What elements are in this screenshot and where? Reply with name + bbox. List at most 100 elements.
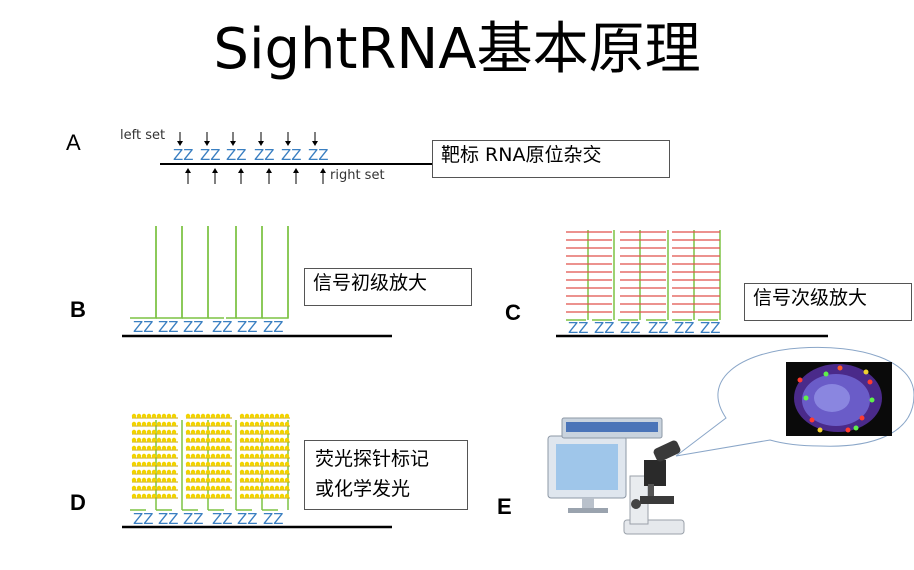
label-probe-dot [259,461,265,467]
label-probe-dot [259,413,265,419]
label-probe-dot [131,485,137,491]
panel-d-letter: D [70,490,86,515]
label-probe-dot [215,485,221,491]
preamplifier-line [226,226,237,319]
panel-d-zz-probe: ZZ [237,510,258,528]
label-probe-dot [264,485,270,491]
panel-a-zz-probe: ZZ [173,146,194,164]
panel-c-zz-probe: ZZ [594,319,615,337]
panel-d-label-line2: 或化学发光 [315,478,411,500]
label-probe-dot [215,421,221,427]
monitor-neck [582,498,594,510]
label-probe-dot [161,429,167,435]
fluorescence-spot [853,425,859,431]
label-probe-dot [239,453,245,459]
panel-d-zz-probe: ZZ [263,510,284,528]
label-probe-dot [269,437,275,443]
label-probe-dot [131,461,137,467]
label-probe-dot [239,485,245,491]
fluorescent-cell-image [794,364,882,433]
label-probe-dot [156,413,162,419]
label-probe-dot [215,477,221,483]
label-probe-dot [166,445,172,451]
label-probe-dot [136,477,142,483]
label-probe-dot [151,485,157,491]
label-probe-dot [151,469,157,475]
label-probe-dot [141,461,147,467]
label-probe-dot [274,469,280,475]
panel-c-zz-probe: ZZ [674,319,695,337]
label-probe-dot [279,421,285,427]
label-probe-dot [244,445,250,451]
label-probe-dot [190,493,196,499]
label-probe-dot [156,469,162,475]
label-probe-dot [220,485,226,491]
up-arrowhead [238,168,244,173]
label-probe-dot [185,485,191,491]
panel-c-zz-probe: ZZ [568,319,589,337]
label-probe-dot [220,493,226,499]
label-probe-dot [220,453,226,459]
label-probe-dot [210,453,216,459]
label-probe-dot [264,445,270,451]
label-probe-dot [269,421,275,427]
label-probe-dot [274,461,280,467]
label-probe-dot [249,461,255,467]
label-probe-dot [141,421,147,427]
label-probe-dot [195,477,201,483]
label-probe-dot [225,429,231,435]
label-probe-dot [161,485,167,491]
label-probe-dot [131,469,137,475]
label-probe-dot [131,477,137,483]
label-probe-dot [151,445,157,451]
label-probe-dot [200,461,206,467]
label-probe-dot [244,485,250,491]
label-probe-dot [151,421,157,427]
microscope-head [644,460,666,486]
label-probe-dot [136,445,142,451]
panel-a-label: 靶标 RNA原位杂交 [432,140,670,178]
label-probe-dot [210,421,216,427]
label-probe-dot [279,461,285,467]
microscope-stage [640,496,674,504]
preamplifier-line [252,226,263,319]
label-probe-dot [264,469,270,475]
label-probe-dot [141,437,147,443]
label-probe-dot [225,461,231,467]
label-probe-dot [171,429,177,435]
panel-d-zz-probe: ZZ [212,510,233,528]
label-probe-dot [166,453,172,459]
label-probe-dot [284,421,290,427]
down-arrowhead [312,141,318,146]
label-probe-dot [215,437,221,443]
label-probe-dot [156,429,162,435]
label-probe-dot [274,453,280,459]
monitor-base [568,508,608,513]
label-probe-dot [205,429,211,435]
label-probe-dot [210,413,216,419]
panel-b-zz-probe: ZZ [158,318,179,336]
label-probe-dot [279,429,285,435]
label-probe-dot [171,413,177,419]
label-probe-dot [254,413,260,419]
label-probe-dot [185,477,191,483]
label-probe-dot [274,493,280,499]
label-probe-dot [156,461,162,467]
label-probe-dot [131,453,137,459]
label-probe-dot [136,437,142,443]
fluorescence-spot [867,379,873,385]
label-probe-dot [185,429,191,435]
label-probe-dot [269,485,275,491]
label-probe-dot [195,461,201,467]
label-probe-dot [215,453,221,459]
label-probe-dot [274,485,280,491]
panel-b-zz-probe: ZZ [133,318,154,336]
label-probe-dot [249,445,255,451]
panel-c-zz-probe: ZZ [648,319,669,337]
label-probe-dot [279,469,285,475]
label-probe-dot [171,469,177,475]
panel-d-zz-probe: ZZ [133,510,154,528]
fluorescence-spot [809,417,815,423]
label-probe-dot [166,421,172,427]
label-probe-dot [171,445,177,451]
